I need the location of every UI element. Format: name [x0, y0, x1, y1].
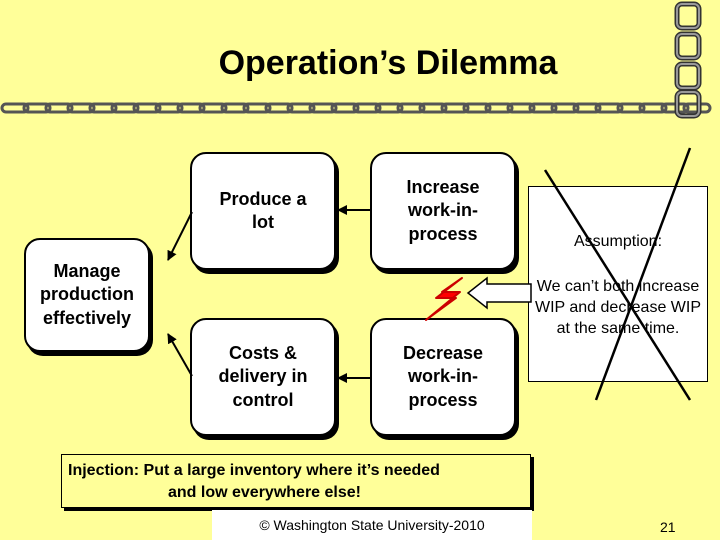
chain-link — [220, 102, 250, 114]
arrow-costs-to-manage — [167, 333, 193, 377]
chain-link — [176, 102, 206, 114]
assumption-pointer-arrow — [466, 276, 532, 310]
injection-line-2: and low everywhere else! — [168, 483, 361, 501]
chain-icon — [674, 1, 702, 119]
chain-link — [242, 102, 272, 114]
footer-copyright: © Washington State University-2010 — [212, 510, 532, 540]
chain-link — [484, 102, 514, 114]
box-decrease-wip: Decrease work-in-process — [370, 318, 516, 436]
chain-link — [264, 102, 294, 114]
chain-link — [44, 102, 74, 114]
conflict-lightning-icon — [425, 277, 463, 321]
chain-link — [550, 102, 580, 114]
box-increase-wip-label: Increase work-in-process — [406, 176, 480, 244]
chain-link — [0, 102, 30, 114]
chain-link — [352, 102, 382, 114]
box-decrease-wip-label: Decrease work-in-process — [402, 342, 484, 410]
box-costs-delivery-label: Costs & delivery in control — [218, 342, 308, 410]
chain-link — [154, 102, 184, 114]
injection-box: Injection: Put a large inventory where i… — [61, 454, 531, 508]
cross-line-a — [543, 169, 692, 401]
chain-link — [198, 102, 228, 114]
chain-link — [506, 102, 536, 114]
box-produce-a-lot: Produce a lot — [190, 152, 336, 270]
assumption-heading: Assumption: — [573, 233, 663, 250]
chain-link — [396, 102, 426, 114]
cross-line-b — [594, 147, 692, 401]
chain-link — [462, 102, 492, 114]
chain-link — [88, 102, 118, 114]
box-increase-wip: Increase work-in-process — [370, 152, 516, 270]
chain-link — [110, 102, 140, 114]
box-manage-production: Manage production effectively — [24, 238, 150, 352]
chain-link — [374, 102, 404, 114]
chain-link — [638, 102, 668, 114]
chain-link — [66, 102, 96, 114]
box-costs-delivery: Costs & delivery in control — [190, 318, 336, 436]
arrow-produce-to-manage — [167, 211, 193, 261]
chain-link — [286, 102, 316, 114]
chain-link — [440, 102, 470, 114]
box-produce-a-lot-label: Produce a lot — [219, 188, 307, 232]
chain-link — [330, 102, 360, 114]
chain-link — [308, 102, 338, 114]
injection-line-1: Injection: Put a large inventory where i… — [68, 462, 440, 479]
chain-link — [616, 102, 646, 114]
box-manage-production-label: Manage production effectively — [40, 260, 134, 328]
chain-link — [528, 102, 558, 114]
chain-link — [418, 102, 448, 114]
chain-link — [22, 102, 52, 114]
chain-link — [572, 102, 602, 114]
chain-link — [132, 102, 162, 114]
chain-link — [594, 102, 624, 114]
page-number: 21 — [660, 519, 676, 535]
slide-title: Operation’s Dilemma — [218, 44, 558, 82]
